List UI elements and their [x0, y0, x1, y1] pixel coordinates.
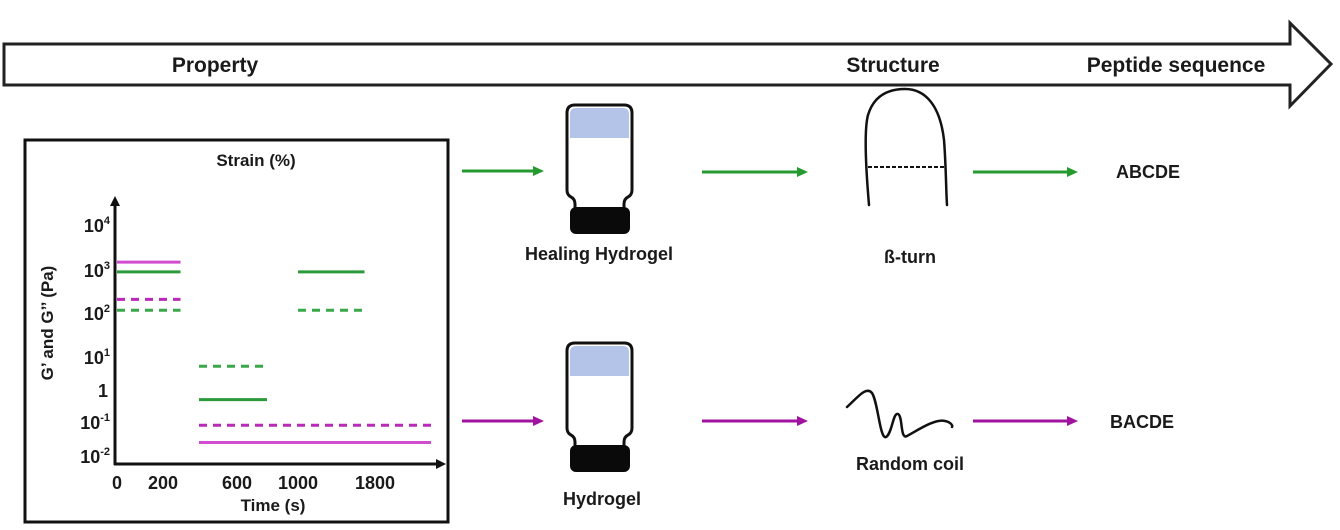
x-axis-title: Time (s) [241, 496, 306, 515]
y-axis-title: G’ and G’’ (Pa) [38, 266, 57, 381]
rheology-chart: Strain (%) 104 103 102 101 1 10-1 10-2 0… [23, 138, 450, 524]
flow-arrow-icon [462, 416, 544, 426]
vial-label: Healing Hydrogel [525, 244, 673, 264]
y-tick-label: 102 [84, 303, 110, 324]
x-axis-arrow-icon [436, 459, 446, 469]
y-tick-label: 101 [84, 347, 110, 368]
banner-label-structure: Structure [846, 54, 939, 77]
y-tick-label: 1 [98, 381, 108, 401]
x-tick-label: 200 [148, 473, 178, 493]
peptide-sequence: ABCDE [1116, 162, 1180, 182]
y-tick-label: 10-2 [80, 446, 110, 467]
structure-label: ß-turn [884, 247, 936, 267]
flow-row-hydrogel: Hydrogel Random coil BACDE [462, 341, 1174, 509]
vial-icon [565, 341, 634, 472]
y-tick-label: 10-1 [80, 412, 110, 433]
flow-arrow-icon [702, 416, 808, 426]
flow-arrow-icon [973, 416, 1078, 426]
vial-label: Hydrogel [563, 489, 641, 509]
beta-turn-icon [864, 87, 949, 207]
structure-label: Random coil [856, 454, 964, 474]
random-coil-icon [845, 389, 954, 439]
peptide-sequence: BACDE [1110, 412, 1174, 432]
chart-title: Strain (%) [216, 151, 295, 170]
x-tick-label: 600 [222, 473, 252, 493]
flow-row-healing-hydrogel: Healing Hydrogel ß-turn ABCDE [462, 87, 1180, 267]
workflow-banner: Property Structure Peptide sequence [2, 19, 1334, 110]
chart-series-layer [117, 260, 431, 444]
vial-gel-fill [570, 346, 629, 376]
flow-arrow-icon [973, 167, 1078, 177]
flow-arrow-icon [702, 167, 808, 177]
vial-cap [570, 207, 630, 234]
y-axis-arrow-icon [110, 196, 120, 206]
y-tick-label: 103 [84, 260, 110, 281]
banner-label-property: Property [172, 54, 259, 77]
vial-cap [570, 445, 630, 472]
vial-gel-fill [570, 108, 629, 138]
x-tick-label: 1800 [355, 473, 395, 493]
x-tick-label: 0 [112, 473, 122, 493]
x-tick-label: 1000 [278, 473, 318, 493]
banner-label-peptide-sequence: Peptide sequence [1087, 54, 1266, 77]
vial-icon [565, 103, 634, 234]
banner-arrow-shape [2, 19, 1334, 110]
y-tick-label: 104 [84, 215, 111, 236]
chart-frame [23, 138, 450, 524]
flow-arrow-icon [462, 166, 544, 176]
